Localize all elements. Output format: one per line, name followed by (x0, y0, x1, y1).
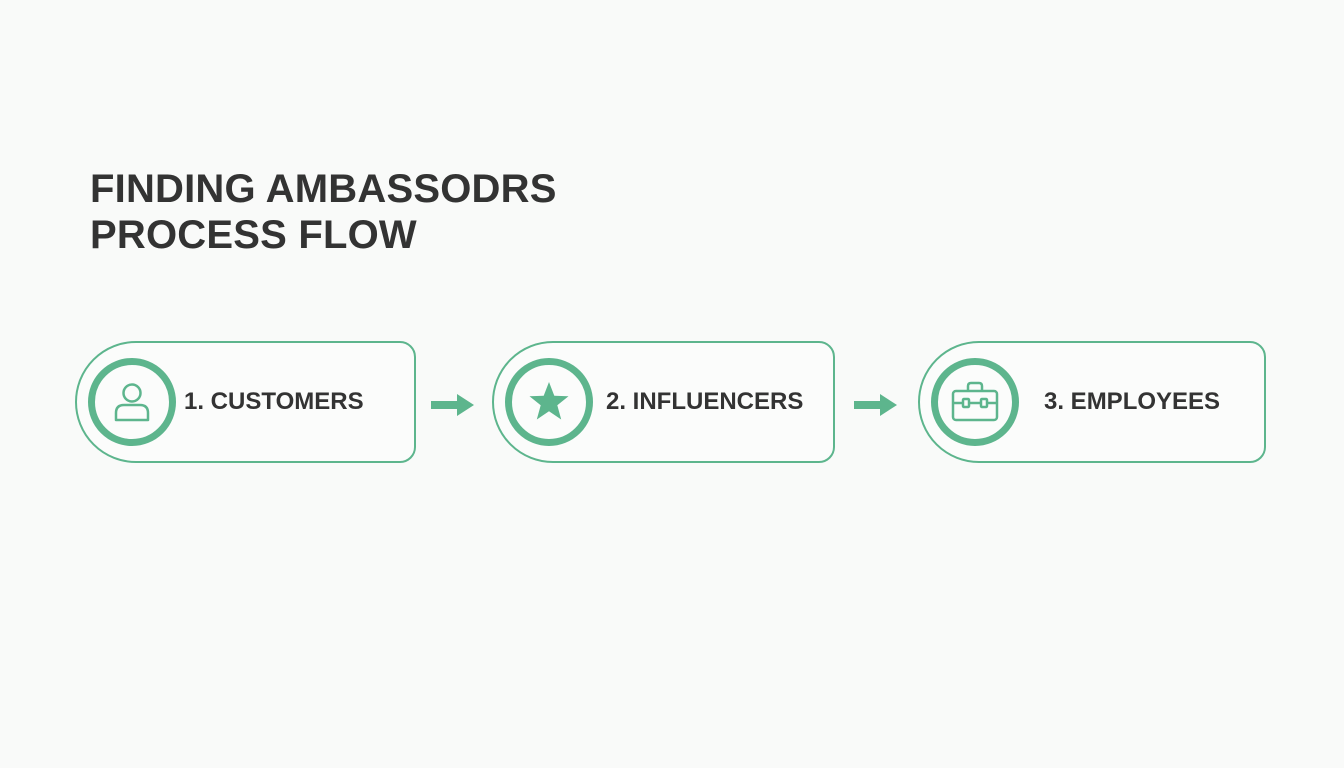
step-customers: 1. CUSTOMERS (75, 341, 416, 463)
step-employees: 3. EMPLOYEES (918, 341, 1266, 463)
step-icon-circle (505, 358, 593, 446)
step-label: 1. CUSTOMERS (184, 388, 364, 415)
step-icon-circle (88, 358, 176, 446)
arrow-right-icon (854, 394, 897, 416)
diagram-title: FINDING AMBASSODRS PROCESS FLOW (90, 166, 557, 258)
step-label: 2. INFLUENCERS (606, 388, 804, 415)
step-label: 3. EMPLOYEES (1044, 388, 1221, 415)
arrow-right-icon (431, 394, 474, 416)
step-icon-circle (931, 358, 1019, 446)
star-icon (529, 382, 569, 420)
person-icon (114, 383, 150, 422)
step-influencers: 2. INFLUENCERS (492, 341, 835, 463)
title-line-1: FINDING AMBASSODRS (90, 167, 557, 211)
briefcase-icon (951, 381, 999, 422)
title-line-2: PROCESS FLOW (90, 213, 417, 257)
